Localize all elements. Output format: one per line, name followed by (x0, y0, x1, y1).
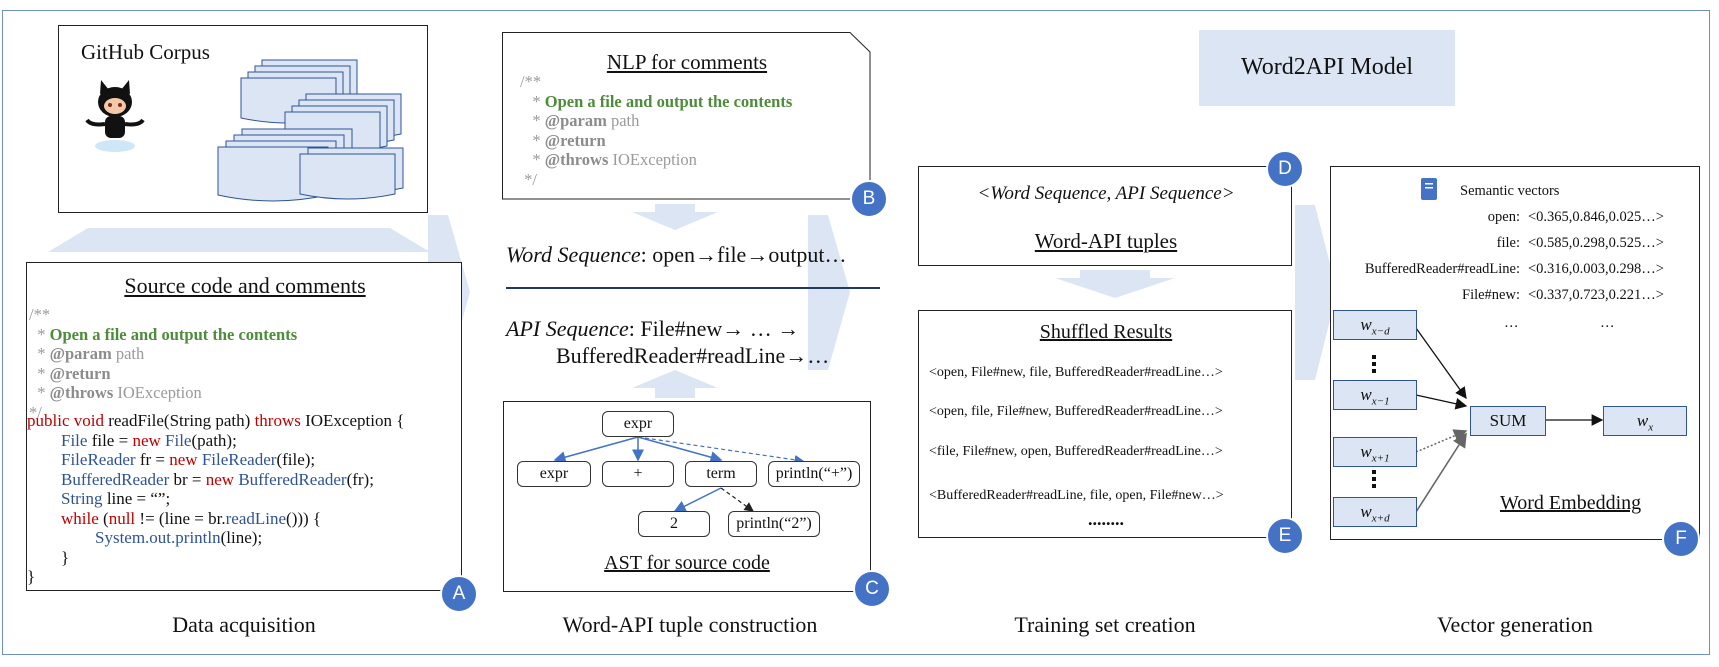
badge-b: B (850, 180, 888, 218)
tag-param: @param (49, 344, 112, 364)
word-sequence: Word Sequence: open→file→output… (506, 242, 847, 268)
source-code-box: Source code and comments /** * Open a fi… (26, 262, 462, 591)
flow-arrow-right-2 (808, 215, 850, 370)
w-x-minus-d: wx−d (1333, 310, 1417, 340)
tag-return: @return (49, 363, 111, 383)
ast-title: AST for source code (604, 552, 770, 574)
document-icon (1421, 178, 1437, 200)
vector-value-2: <0.585,0.298,0.525…> (1528, 235, 1664, 251)
vector-word-2: file: (1496, 235, 1520, 251)
ast-edges (553, 436, 805, 512)
badge-c: C (853, 570, 891, 608)
sum-box: SUM (1470, 406, 1546, 436)
flow-arrow-down-b (632, 204, 718, 230)
ast-node-println-2: println(“2”) (728, 511, 820, 537)
code-block: public void readFile(String path) throws… (27, 411, 405, 586)
word-sequence-text: : open→file→output… (640, 242, 847, 267)
embedding-arrows (1372, 327, 1604, 513)
shuffled-title: Shuffled Results (1039, 321, 1173, 343)
stage-data-acquisition: Data acquisition (172, 612, 316, 637)
corpus-label: GitHub Corpus (81, 40, 210, 64)
tag-throws: @throws (49, 383, 114, 403)
comment-block: /** * Open a file and output the content… (29, 305, 298, 422)
vector-generation-box (1330, 166, 1700, 540)
vector-word-3: BufferedReader#readLine: (1364, 261, 1520, 277)
ast-node-2: 2 (638, 511, 710, 537)
w-x-plus-d: wx+d (1333, 497, 1417, 527)
badge-e: E (1266, 517, 1304, 555)
ast-node-term: term (685, 461, 757, 487)
word-sequence-label: Word Sequence (506, 242, 641, 267)
comment-summary: Open a file and output the contents (49, 324, 298, 344)
semantic-vectors-title: Semantic vectors (1460, 183, 1560, 199)
flow-arrow-up-a (48, 228, 430, 252)
ast-node-expr-root: expr (602, 411, 674, 437)
badge-f: F (1662, 520, 1700, 558)
vector-value-4: <0.337,0.723,0.221…> (1528, 287, 1664, 303)
github-corpus-box: GitHub Corpus (58, 25, 428, 213)
shuffled-row-2: <open, file, File#new, BufferedReader#re… (929, 404, 1223, 419)
vector-dots-2: … (1600, 315, 1615, 331)
w-x-plus-1: wx+1 (1333, 437, 1417, 467)
ast-node-println-plus: println(“+”) (768, 461, 860, 487)
comment-open: /** (29, 305, 51, 324)
word-api-tuples-title: Word-API tuples (1034, 229, 1178, 253)
vector-word-4: File#new: (1462, 287, 1520, 303)
shuffled-results-box: Shuffled Results <open, File#new, file, … (918, 310, 1292, 538)
ast-node-plus: + (602, 461, 674, 487)
flow-arrow-right-3 (1295, 205, 1337, 380)
vector-value-3: <0.316,0.003,0.298…> (1528, 261, 1664, 277)
vector-value-1: <0.365,0.846,0.025…> (1528, 209, 1664, 225)
stage-tuple-construction: Word-API tuple construction (562, 612, 818, 637)
vector-dots-1: … (1504, 315, 1519, 331)
shuffled-row-3: <file, File#new, open, BufferedReader#re… (929, 444, 1223, 459)
badge-a: A (440, 575, 478, 613)
nlp-comment-block: /** * Open a file and output the content… (520, 72, 793, 189)
api-sequence-label: API Sequence (506, 316, 629, 341)
source-code-title: Source code and comments (124, 273, 366, 298)
badge-d: D (1266, 150, 1304, 188)
w-x-output: wx (1603, 406, 1687, 436)
api-sequence-line2: BufferedReader#readLine→… (556, 343, 830, 368)
flow-arrow-down-d (1055, 270, 1175, 298)
nlp-box (502, 32, 871, 200)
shuffled-row-4: <BufferedReader#readLine, file, open, Fi… (929, 488, 1224, 503)
api-sequence: API Sequence: File#new→ … → (506, 316, 799, 342)
octocat-icon (85, 80, 145, 152)
word-embedding-title: Word Embedding (1500, 492, 1642, 514)
tuple-pair-text: <Word Sequence, API Sequence> (977, 183, 1235, 204)
flow-arrow-up-c (632, 370, 718, 398)
nlp-title: NLP for comments (606, 50, 768, 74)
outer-frame (2, 10, 1710, 655)
model-title: Word2API Model (1199, 30, 1455, 106)
ast-box (503, 401, 871, 592)
param-text: path (111, 344, 145, 364)
api-sequence-line1: : File#new→ … → (628, 316, 800, 341)
shuffled-row-1: <open, File#new, file, BufferedReader#re… (929, 365, 1223, 380)
throws-text: IOException (113, 383, 202, 403)
vector-word-1: open: (1487, 209, 1520, 225)
comment-star: * (29, 324, 50, 344)
stage-vector-generation: Vector generation (1437, 612, 1593, 637)
sequence-divider (506, 287, 880, 289)
shuffled-ellipsis: ........ (1088, 509, 1124, 529)
stage-training-set: Training set creation (1014, 612, 1196, 637)
documents-stack-icon (217, 59, 404, 202)
w-x-minus-1: wx−1 (1333, 380, 1417, 410)
word-api-tuples-box: <Word Sequence, API Sequence> Word-API t… (918, 166, 1292, 266)
ast-node-expr: expr (517, 461, 591, 487)
comment-close: */ (29, 402, 42, 422)
